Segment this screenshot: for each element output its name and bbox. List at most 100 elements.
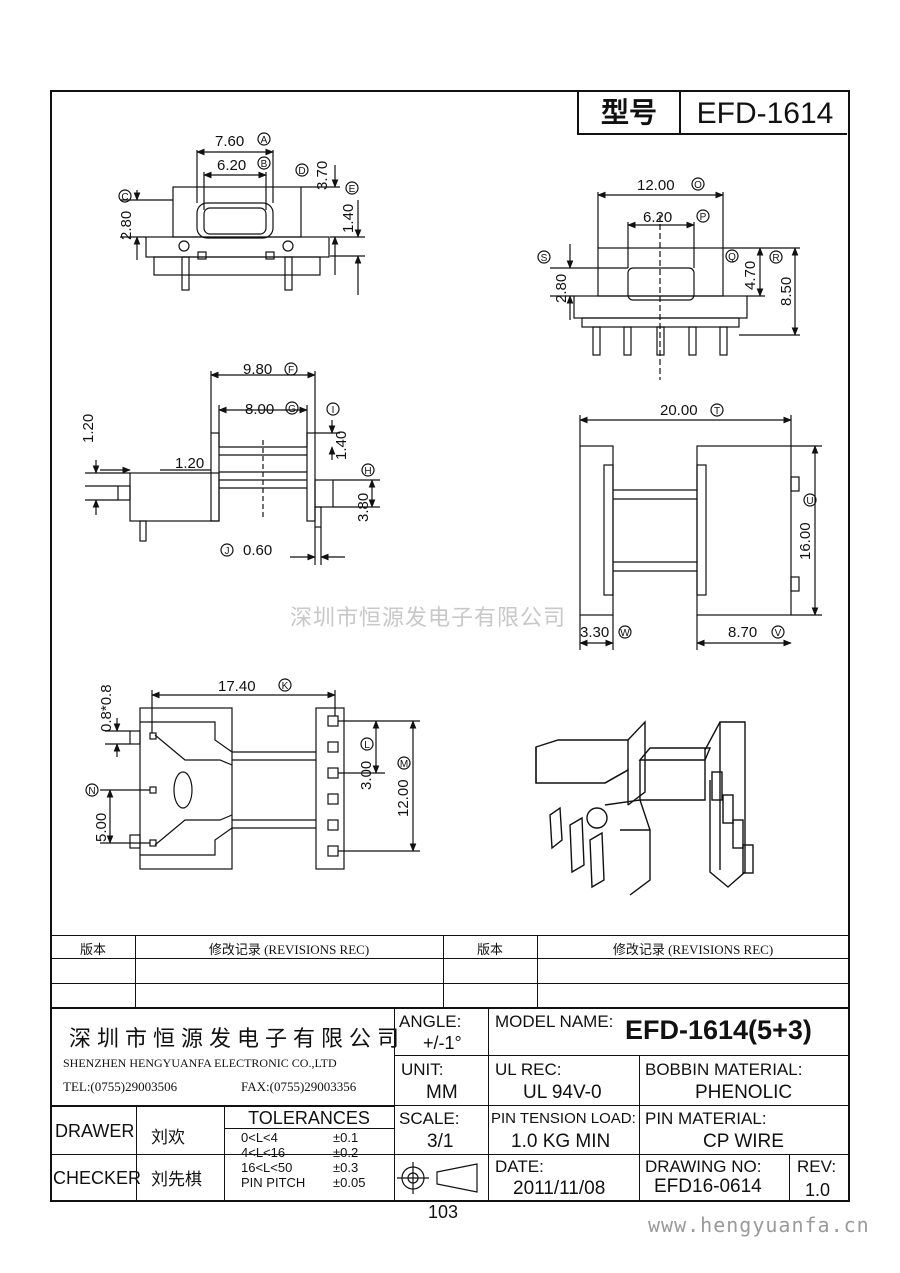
- marker-e: E: [349, 184, 356, 195]
- marker-i: I: [332, 405, 335, 416]
- date-value: 2011/11/08: [513, 1178, 606, 1199]
- dim-i: 1.40: [333, 431, 350, 460]
- drawer-value: 刘欢: [151, 1128, 185, 1147]
- dim-d: 3.70: [314, 161, 331, 190]
- tolerance-row: 4<L<16 ±0.2: [241, 1145, 391, 1160]
- drawer-label: DRAWER: [55, 1121, 135, 1141]
- company-cn: 深圳市恒源发电子有限公司: [69, 1026, 406, 1051]
- markers-bottom-left: K N L M: [85, 678, 411, 797]
- marker-d: D: [298, 166, 305, 177]
- pin-material-label: PIN MATERIAL:: [645, 1109, 767, 1128]
- dim-side: 1.20: [175, 455, 204, 472]
- marker-n: N: [88, 786, 95, 797]
- marker-s: S: [541, 253, 548, 264]
- dim-h: 3.80: [355, 493, 372, 522]
- pin-tension-value: 1.0 KG MIN: [511, 1131, 611, 1152]
- marker-g: G: [288, 404, 296, 415]
- company-en: SHENZHEN HENGYUANFA ELECTRONIC CO.,LTD: [63, 1056, 337, 1070]
- marker-k: K: [282, 681, 289, 692]
- model-box-value: EFD-1614: [696, 97, 834, 130]
- marker-p: P: [700, 212, 707, 223]
- tolerance-range: 0<L<4: [241, 1130, 278, 1145]
- dim-a: 7.60: [215, 133, 244, 150]
- dim-o: 12.00: [637, 177, 675, 194]
- marker-r: R: [772, 253, 779, 264]
- angle-label: ANGLE:: [399, 1012, 462, 1031]
- revisions-table: 版本 修改记录 (REVISIONS REC) 版本 修改记录 (REVISIO…: [51, 935, 849, 1008]
- marker-u: U: [806, 496, 813, 507]
- ul-value: UL 94V-0: [523, 1082, 602, 1103]
- tolerance-row: 16<L<50 ±0.3: [241, 1160, 391, 1175]
- marker-t: T: [714, 406, 720, 417]
- technical-drawing: 7.60 6.20 3.70 1.40 2.80 A B D E C: [80, 132, 822, 896]
- tolerance-row: 0<L<4 ±0.1: [241, 1130, 391, 1145]
- bobbin-material-value: PHENOLIC: [695, 1082, 793, 1103]
- dim-s: 2.80: [553, 274, 570, 303]
- dim-pin: 0.8*0.8: [98, 684, 115, 732]
- ul-label: UL REC:: [495, 1060, 562, 1079]
- bobbin-material-label: BOBBIN MATERIAL:: [645, 1060, 803, 1079]
- markers-top-left: A B D E C: [118, 132, 359, 203]
- model-name-label: MODEL NAME:: [495, 1012, 614, 1031]
- unit-label: UNIT:: [401, 1060, 444, 1079]
- dims-bottom-left: 0.8*0.8 17.40 5.00 3.00 12.00: [93, 678, 412, 842]
- marker-c: C: [121, 192, 128, 203]
- company-tel: TEL:(0755)29003506: [63, 1079, 178, 1094]
- title-block: 深圳市恒源发电子有限公司 SHENZHEN HENGYUANFA ELECTRO…: [51, 1007, 849, 1201]
- drawing-no-value: EFD16-0614: [654, 1176, 762, 1197]
- marker-m: M: [400, 759, 408, 770]
- watermark: 深圳市恒源发电子有限公司: [290, 605, 567, 630]
- view-isometric: [535, 720, 754, 896]
- dim-b: 6.20: [217, 157, 246, 174]
- view-top-left: [120, 148, 365, 295]
- dim-j: 0.60: [243, 542, 272, 559]
- view-mid-right: [579, 415, 822, 650]
- scale-label: SCALE:: [399, 1109, 460, 1128]
- dim-t: 20.00: [660, 402, 698, 419]
- rev-header-2: 修改记录 (REVISIONS REC): [208, 942, 370, 957]
- dims-mid-left: 9.80 8.00 1.40 1.20 1.20 3.80 0.60: [80, 361, 372, 559]
- tolerance-row: PIN PITCH±0.05: [241, 1175, 391, 1190]
- tolerance-range: PIN PITCH: [241, 1175, 306, 1190]
- marker-l: L: [364, 740, 370, 751]
- view-top-right: [550, 191, 800, 380]
- dims-top-right: 12.00 6.20 2.80 4.70 8.50: [553, 177, 795, 306]
- projection-symbol-icon: [397, 1162, 478, 1194]
- dim-u: 16.00: [797, 522, 814, 560]
- dims-top-left: 7.60 6.20 3.70 1.40 2.80: [118, 133, 357, 240]
- website-watermark: www.hengyuanfa.cn: [648, 1213, 870, 1237]
- marker-b: B: [261, 159, 268, 170]
- dim-m: 12.00: [395, 779, 412, 817]
- dim-r: 8.50: [778, 277, 795, 306]
- rev-value: 1.0: [805, 1180, 831, 1200]
- dim-v: 8.70: [728, 624, 757, 641]
- marker-w: W: [620, 628, 630, 639]
- markers-mid-right: T U W V: [618, 403, 817, 639]
- tolerance-value: ±0.2: [333, 1145, 359, 1160]
- dim-q: 4.70: [742, 261, 759, 290]
- dim-f: 9.80: [243, 361, 272, 378]
- pin-material-value: CP WIRE: [703, 1131, 784, 1152]
- marker-q: Q: [728, 252, 736, 263]
- drawing-no-label: DRAWING NO:: [645, 1157, 762, 1176]
- scale-value: 3/1: [427, 1131, 454, 1152]
- unit-value: MM: [426, 1082, 458, 1103]
- tolerance-range: 16<L<50: [241, 1160, 293, 1175]
- tolerance-range: 4<L<16: [241, 1145, 286, 1160]
- rev-header-1: 版本: [79, 942, 106, 957]
- dim-k: 17.40: [218, 678, 256, 695]
- view-bottom-left: [100, 690, 420, 870]
- checker-value: 刘先棋: [151, 1170, 202, 1189]
- dim-e: 1.40: [340, 204, 357, 233]
- view-mid-left: [85, 371, 380, 565]
- angle-value: +/-1°: [423, 1033, 462, 1053]
- tolerances-title: TOLERANCES: [248, 1108, 370, 1128]
- dim-top: 1.20: [80, 414, 97, 443]
- dim-l: 3.00: [358, 761, 375, 790]
- tolerance-value: ±0.1: [333, 1130, 359, 1145]
- checker-label: CHECKER: [53, 1168, 142, 1188]
- tolerance-value: ±0.3: [333, 1160, 359, 1175]
- model-name-value: EFD-1614(5+3): [625, 1015, 812, 1045]
- model-box: 型号 EFD-1614: [577, 92, 847, 135]
- tolerances-list: 0<L<4 ±0.1 4<L<16 ±0.2 16<L<50 ±0.3 PIN PIT…: [241, 1130, 391, 1190]
